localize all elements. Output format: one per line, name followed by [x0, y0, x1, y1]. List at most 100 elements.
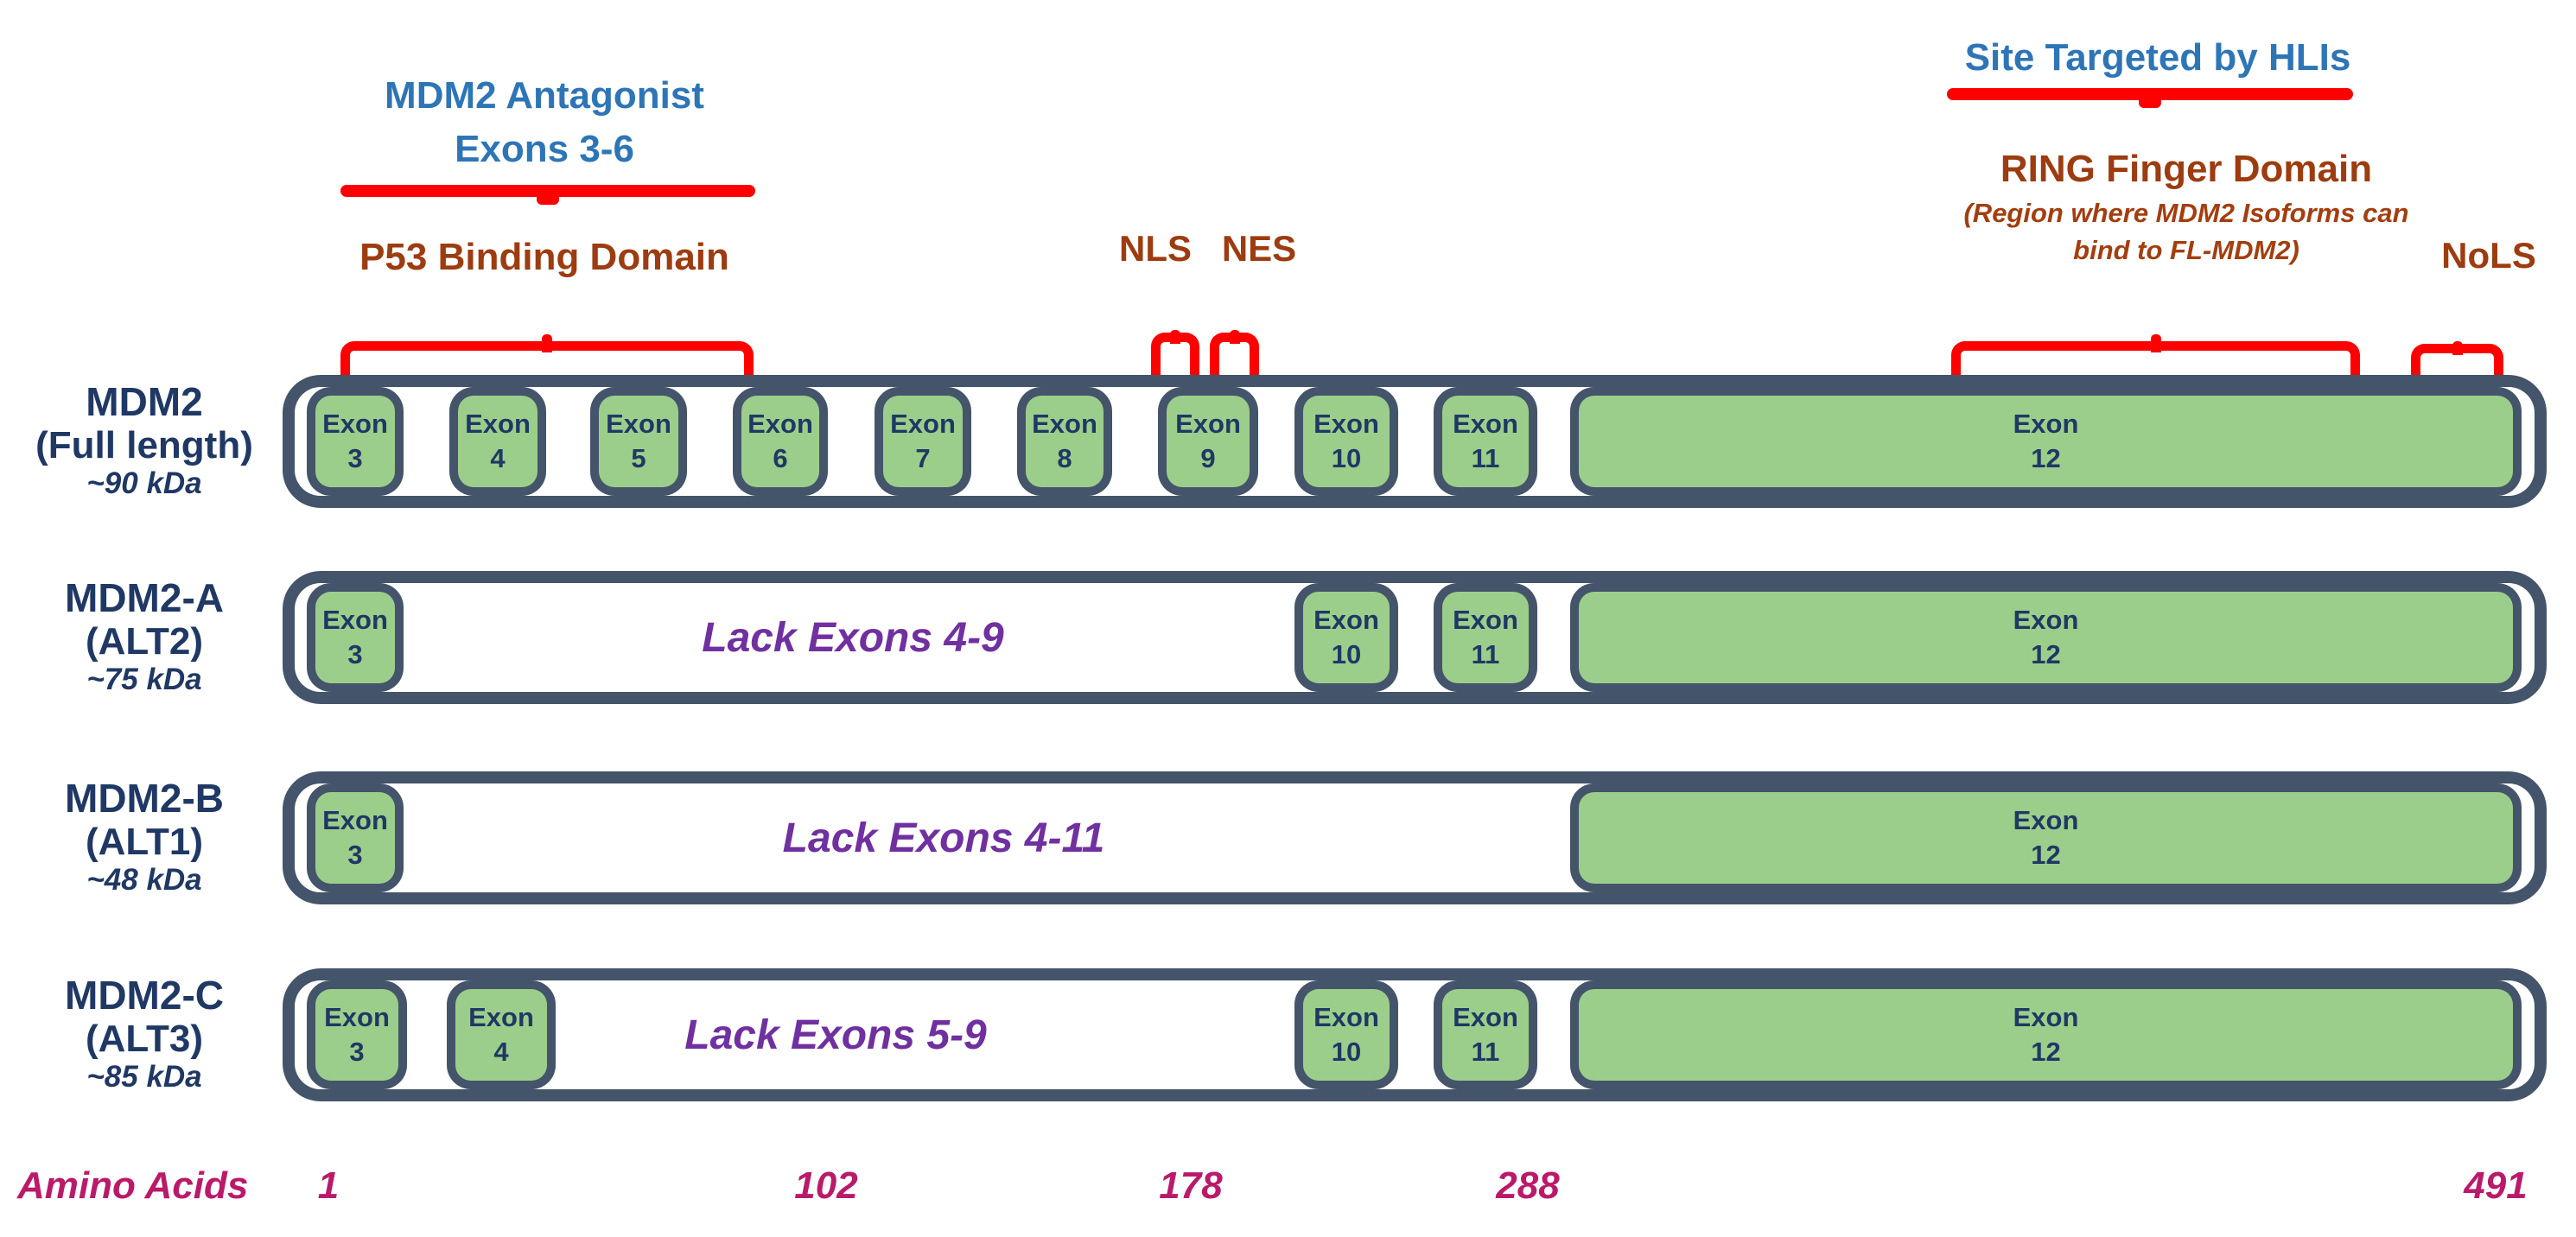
- nls-label: NLS: [1119, 228, 1192, 269]
- exon-number-label: 11: [1471, 1037, 1500, 1067]
- exon-word-label: Exon: [747, 408, 813, 439]
- exon-number-label: 11: [1471, 639, 1500, 669]
- exon-word-label: Exon: [1453, 1001, 1518, 1032]
- exon-word-label: Exon: [324, 1001, 390, 1032]
- exon-word-label: Exon: [1313, 1001, 1379, 1032]
- isoform-mass: ~75 kDa: [86, 663, 202, 697]
- exon-box: Exon 11: [1442, 396, 1529, 487]
- nes-brace: [1210, 333, 1259, 375]
- exon-number-label: 12: [2031, 443, 2061, 473]
- exon-number-label: 4: [493, 1037, 509, 1067]
- ring-domain-subtitle-line1: (Region where MDM2 Isoforms can: [1963, 198, 2409, 228]
- exon-box: Exon 7: [883, 396, 963, 487]
- hli-site-title: Site Targeted by HLIs: [1964, 36, 2351, 79]
- isoform-label: MDM2-C(ALT3)~85 kDa: [10, 968, 278, 1101]
- exon-number-label: 12: [2031, 840, 2061, 870]
- exon-number-label: 10: [1331, 639, 1362, 669]
- isoform-row: MDM2-B(ALT1)~48 kDa Exon 3 Exon 12 Lack Exons…: [0, 771, 2576, 904]
- mdm2-antagonist-title: MDM2 Antagonist Exons 3-6: [285, 69, 804, 177]
- isoform-label: MDM2-A(ALT2)~75 kDa: [10, 571, 278, 704]
- exon-number-label: 12: [2031, 1037, 2061, 1067]
- exon-number-label: 12: [2031, 639, 2061, 669]
- ring-domain-brace: [1951, 341, 2360, 384]
- exon-word-label: Exon: [322, 604, 388, 635]
- exon-number-label: 4: [490, 443, 506, 473]
- isoform-label: MDM2-B(ALT1)~48 kDa: [10, 771, 278, 904]
- exon-number-label: 9: [1200, 443, 1216, 473]
- exon-box: Exon 5: [599, 396, 678, 487]
- nes-label: NES: [1221, 228, 1297, 269]
- isoform-label: MDM2(Full length)~90 kDa: [10, 375, 278, 508]
- amino-acids-axis-label: Amino Acids: [17, 1164, 249, 1207]
- exon-box: Exon 11: [1442, 989, 1529, 1081]
- ring-domain-subtitle-line2: bind to FL-MDM2): [2073, 234, 2299, 265]
- exon-word-label: Exon: [322, 804, 388, 835]
- ring-finger-domain-label: RING Finger Domain: [2000, 148, 2373, 190]
- exon-number-label: 11: [1471, 443, 1500, 473]
- exon-word-label: Exon: [890, 408, 956, 439]
- exon-box: Exon 12: [1579, 989, 2513, 1081]
- isoform-name: MDM2-A: [65, 575, 224, 621]
- lack-exons-label: Lack Exons 4-9: [702, 614, 1004, 661]
- exon-box: Exon 3: [315, 989, 398, 1081]
- hli-underline: [1947, 88, 2353, 100]
- exon-word-label: Exon: [1453, 408, 1518, 439]
- nols-label: NoLS: [2441, 235, 2536, 276]
- exon-word-label: Exon: [465, 408, 531, 439]
- isoform-mass: ~90 kDa: [86, 466, 202, 501]
- exon-box: Exon 3: [315, 792, 395, 884]
- isoform-name: MDM2-C: [65, 973, 224, 1018]
- exon-word-label: Exon: [2013, 408, 2079, 439]
- exon-word-label: Exon: [606, 408, 671, 439]
- exon-word-label: Exon: [1175, 408, 1241, 439]
- lack-exons-label: Lack Exons 5-9: [684, 1012, 987, 1058]
- isoform-alt-name: (Full length): [35, 424, 253, 467]
- isoform-alt-name: (ALT1): [85, 821, 204, 864]
- exon-word-label: Exon: [1313, 604, 1379, 635]
- mdm2-antagonist-title-line1: MDM2 Antagonist: [385, 74, 704, 117]
- isoform-name: MDM2: [86, 379, 203, 425]
- isoform-alt-name: (ALT3): [85, 1018, 204, 1061]
- antagonist-underline: [340, 185, 755, 197]
- exon-word-label: Exon: [322, 408, 388, 439]
- exon-box: Exon 12: [1579, 396, 2513, 487]
- lack-exons-label: Lack Exons 4-11: [782, 815, 1105, 861]
- isoform-mass: ~85 kDa: [86, 1060, 202, 1094]
- exon-word-label: Exon: [2013, 1001, 2079, 1032]
- exon-number-label: 7: [915, 443, 931, 473]
- exon-word-label: Exon: [2013, 804, 2079, 835]
- exon-word-label: Exon: [1453, 604, 1518, 635]
- exon-number-label: 3: [349, 1037, 365, 1067]
- isoform-mass: ~48 kDa: [86, 863, 202, 898]
- ring-domain-subtitle: (Region where MDM2 Isoforms can bind to …: [1927, 195, 2446, 270]
- isoform-name: MDM2-B: [65, 776, 224, 821]
- exon-box: Exon 4: [458, 396, 537, 487]
- exon-number-label: 10: [1331, 443, 1362, 473]
- exon-word-label: Exon: [2013, 604, 2079, 635]
- exon-number-label: 3: [347, 840, 363, 870]
- mdm2-antagonist-title-line2: Exons 3-6: [455, 128, 634, 171]
- exon-box: Exon 12: [1579, 592, 2513, 683]
- p53-domain-brace: [340, 341, 754, 384]
- exon-word-label: Exon: [468, 1001, 534, 1032]
- amino-acid-tick: 1: [317, 1164, 340, 1207]
- amino-acid-tick: 102: [794, 1164, 858, 1207]
- exon-box: Exon 12: [1579, 792, 2513, 884]
- exon-number-label: 5: [631, 443, 646, 473]
- amino-acid-tick: 288: [1496, 1164, 1560, 1207]
- isoform-bar: Exon 3 Exon 12 Lack Exons 4-11: [283, 771, 2547, 904]
- exon-number-label: 6: [773, 443, 788, 473]
- exon-box: Exon 6: [741, 396, 819, 487]
- isoform-alt-name: (ALT2): [85, 620, 204, 663]
- amino-acid-tick: 178: [1159, 1164, 1223, 1207]
